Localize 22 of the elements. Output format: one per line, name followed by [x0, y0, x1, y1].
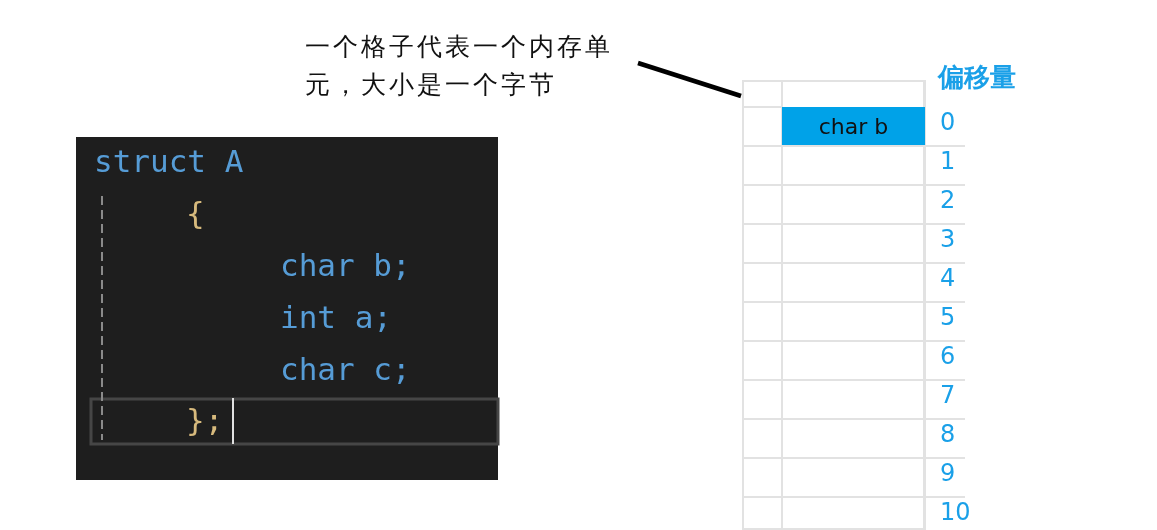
- offset-number: 2: [940, 185, 957, 216]
- memory-cell: char b: [782, 107, 925, 145]
- code-line: struct A: [94, 142, 244, 181]
- offset-number: 0: [940, 107, 957, 138]
- code-line: char b;: [280, 246, 411, 285]
- annotation-text: 一个格子代表一个内存单元，大小是一个字节: [305, 28, 640, 104]
- memory-grid: [742, 80, 925, 530]
- offset-number: 8: [940, 419, 957, 450]
- offset-number: 7: [940, 380, 957, 411]
- column-header: 偏移量: [938, 61, 1016, 94]
- code-line: char c;: [280, 350, 411, 389]
- code-line: };: [186, 401, 224, 440]
- offset-number: 4: [940, 263, 957, 294]
- offset-number: 6: [940, 341, 957, 372]
- code-line: int a;: [280, 298, 392, 337]
- offset-number: 5: [940, 302, 957, 333]
- leader-line: [637, 60, 742, 99]
- offset-number: 3: [940, 224, 957, 255]
- code-line: {: [186, 194, 205, 233]
- offset-number: 10: [940, 497, 972, 528]
- offset-number: 1: [940, 146, 957, 177]
- offset-number: 9: [940, 458, 957, 489]
